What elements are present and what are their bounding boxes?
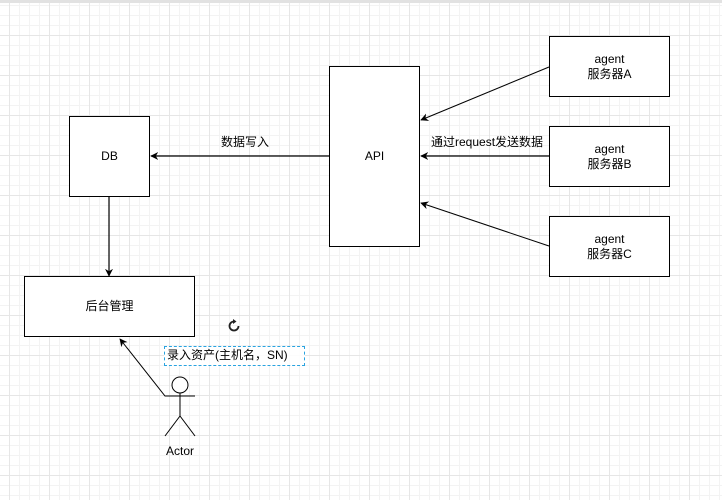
node-admin-label: 后台管理 — [85, 299, 134, 313]
toolbar-edge — [0, 0, 722, 3]
node-agent-a[interactable]: agent 服务器A — [549, 36, 670, 97]
node-admin[interactable]: 后台管理 — [24, 276, 195, 337]
node-agent-a-line2: 服务器A — [587, 66, 632, 81]
node-api-label: API — [364, 149, 385, 163]
edge-agent-a-to-api[interactable] — [420, 66, 550, 121]
actor-left-leg — [164, 415, 181, 437]
actor-figure[interactable] — [164, 376, 196, 437]
node-agent-c-line1: agent — [594, 231, 625, 246]
edge-label-api-to-db[interactable]: 数据写入 — [221, 135, 270, 149]
edge-label-actor-to-admin[interactable]: 录入资产(主机名，SN) — [164, 346, 305, 366]
edge-agent-c-to-api[interactable] — [420, 201, 550, 247]
edge-label-agents-to-api[interactable]: 通过request发送数据 — [431, 135, 544, 149]
node-agent-c-line2: 服务器C — [587, 246, 632, 261]
node-agent-b-line2: 服务器B — [587, 156, 632, 171]
node-agent-b[interactable]: agent 服务器B — [549, 126, 670, 187]
node-agent-c[interactable]: agent 服务器C — [549, 216, 670, 277]
rotate-icon[interactable] — [225, 317, 243, 335]
node-db[interactable]: DB — [69, 116, 150, 197]
actor-head — [171, 376, 189, 394]
node-api[interactable]: API — [329, 66, 420, 247]
actor-label: Actor — [165, 444, 194, 458]
node-db-label: DB — [101, 149, 118, 163]
node-agent-a-line1: agent — [594, 51, 625, 66]
edge-label-actor-to-admin-text: 录入资产(主机名，SN) — [167, 348, 288, 362]
actor-right-leg — [179, 415, 196, 437]
node-agent-b-line1: agent — [594, 141, 625, 156]
